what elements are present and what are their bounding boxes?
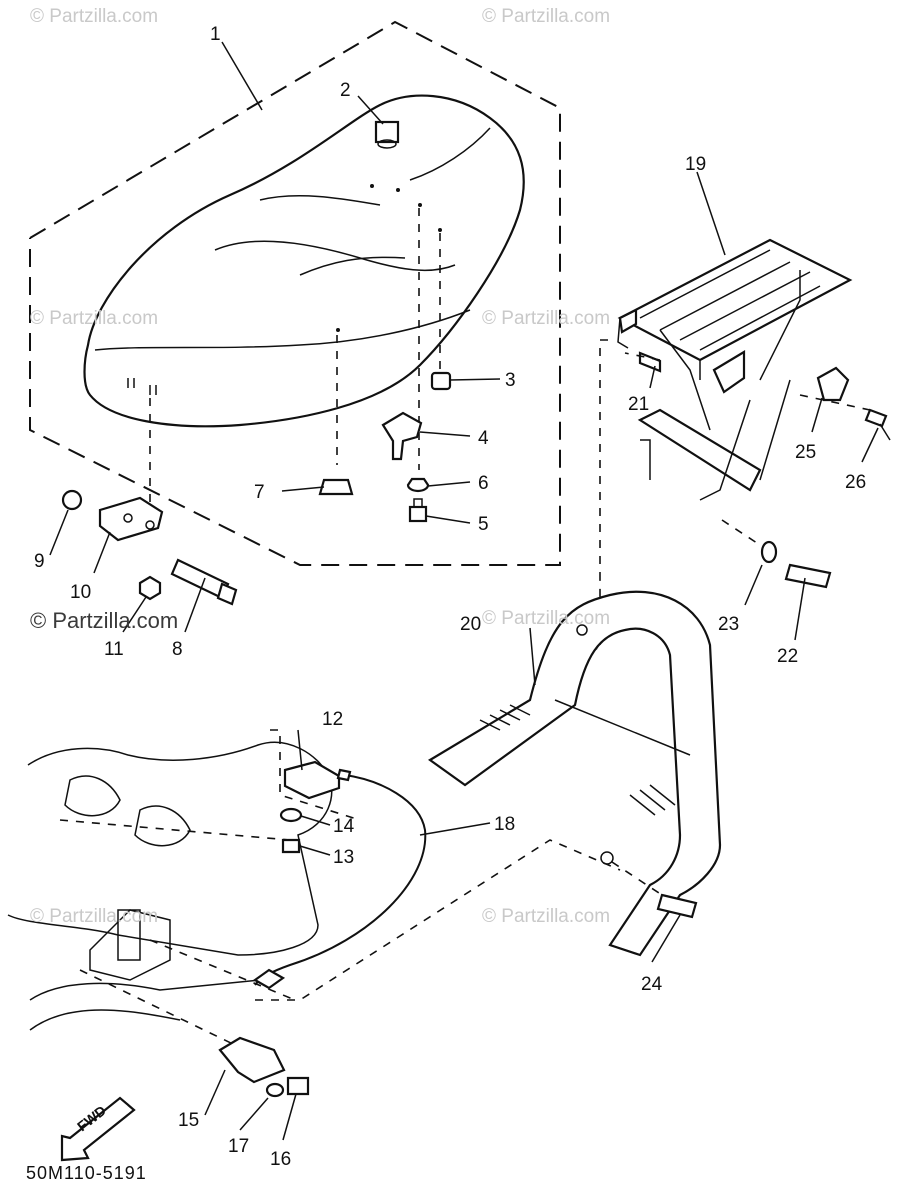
callout-20: 20 <box>460 614 481 635</box>
leader-lines <box>49 41 879 1141</box>
callout-6: 6 <box>478 473 489 494</box>
callout-3: 3 <box>505 370 516 391</box>
diagram-code: 50M110-5191 <box>26 1163 147 1183</box>
watermark-mid-left: © Partzilla.com <box>30 308 159 329</box>
watermark-top-left: © Partzilla.com <box>30 6 159 27</box>
callout-11: 11 <box>104 639 124 660</box>
callout-12: 12 <box>322 709 343 730</box>
callout-2: 2 <box>340 80 351 101</box>
callout-9: 9 <box>34 551 45 572</box>
watermark-strong-left: © Partzilla.com <box>30 608 179 633</box>
seat <box>83 94 525 428</box>
grab-bar <box>427 590 722 957</box>
callout-16: 16 <box>270 1149 291 1170</box>
callout-21: 21 <box>628 394 649 415</box>
lock-hardware <box>218 760 341 1098</box>
seat-assembly-outline <box>29 20 561 566</box>
carrier-rack <box>617 238 853 501</box>
callout-15: 15 <box>178 1110 199 1131</box>
assembly-dash-lines <box>59 729 621 1046</box>
callout-numbers: 1 2 3 4 5 6 7 8 9 10 11 12 13 14 15 16 1… <box>34 24 866 1170</box>
callout-19: 19 <box>685 154 706 175</box>
watermark-lower-right: © Partzilla.com <box>482 608 611 629</box>
callout-10: 10 <box>70 582 91 603</box>
callout-7: 7 <box>254 482 265 503</box>
fwd-arrow: FWD <box>60 1096 136 1162</box>
seat-hinge-hardware <box>61 489 238 606</box>
callout-17: 17 <box>228 1136 249 1157</box>
callout-25: 25 <box>795 442 816 463</box>
callout-24: 24 <box>641 974 663 995</box>
watermark-bottom-left: © Partzilla.com <box>30 906 159 927</box>
callout-4: 4 <box>478 428 489 449</box>
rack-dash-lines <box>574 339 871 652</box>
callout-23: 23 <box>718 614 739 635</box>
callout-26: 26 <box>845 472 866 493</box>
seat-lock-cable <box>252 768 427 990</box>
callout-14: 14 <box>333 816 355 837</box>
watermark-mid-right: © Partzilla.com <box>482 308 611 329</box>
callout-22: 22 <box>777 646 798 667</box>
seat-center-lines <box>149 208 441 512</box>
rack-hardware <box>638 351 891 589</box>
seat-hardware <box>318 371 452 523</box>
watermark-bottom-right: © Partzilla.com <box>482 906 611 927</box>
callout-1: 1 <box>210 24 221 45</box>
frame <box>7 741 333 1031</box>
watermark-top-right: © Partzilla.com <box>482 6 611 27</box>
callout-18: 18 <box>494 814 515 835</box>
callout-5: 5 <box>478 514 489 535</box>
callout-13: 13 <box>333 847 354 868</box>
callout-8: 8 <box>172 639 183 660</box>
